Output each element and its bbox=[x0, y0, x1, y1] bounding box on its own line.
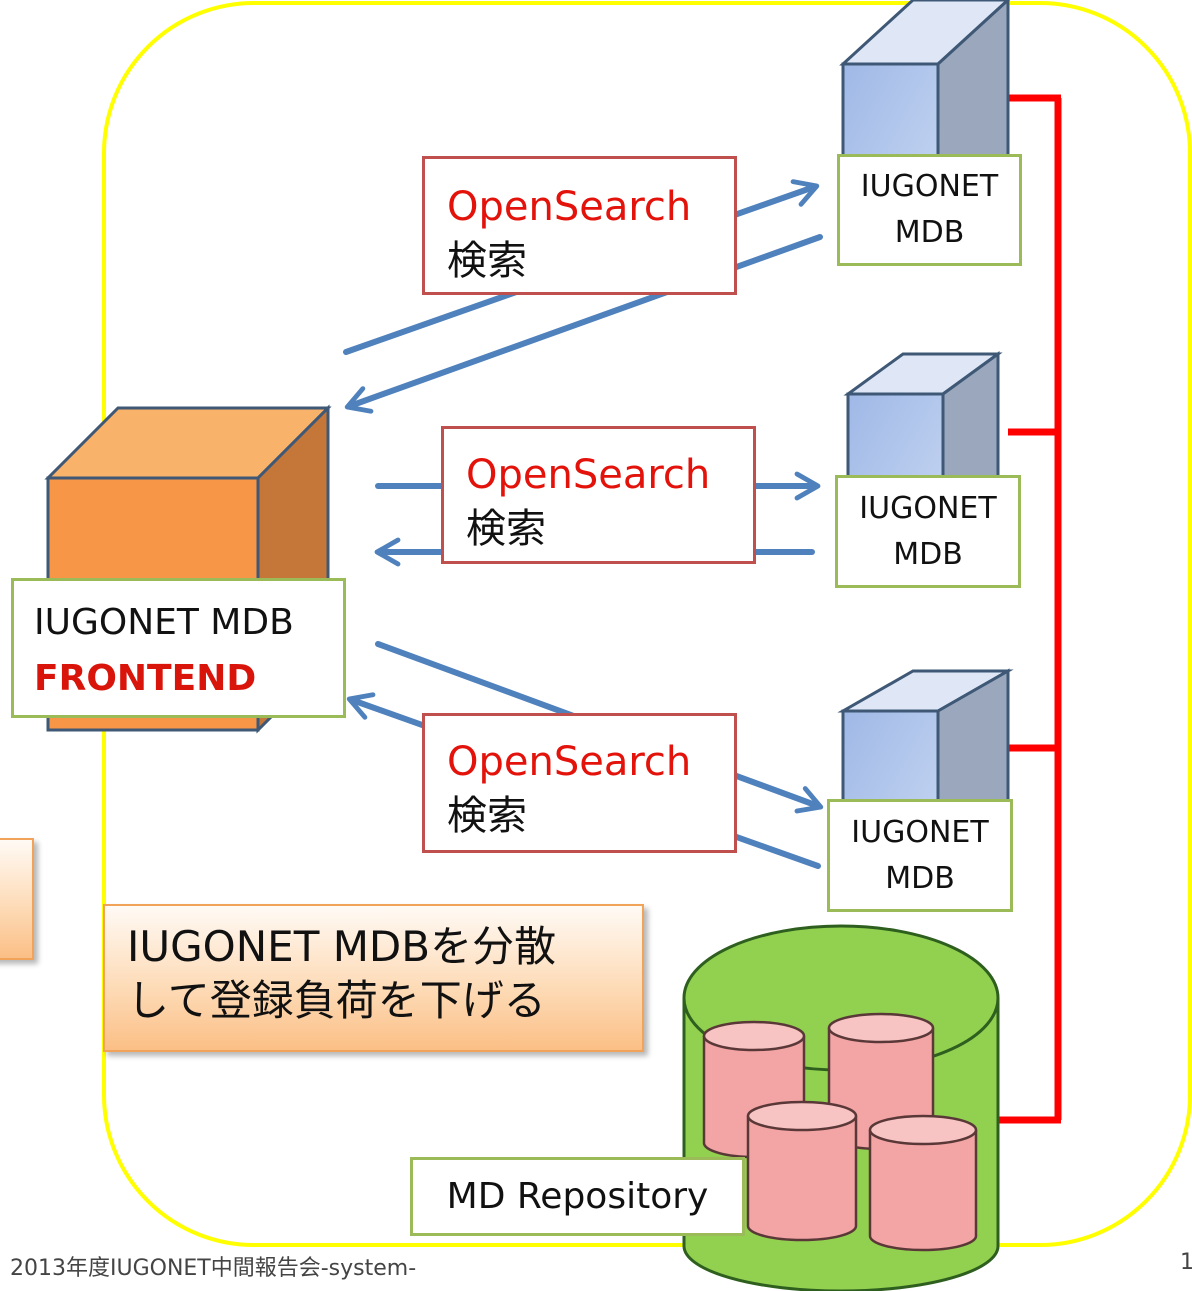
opensearch-label: OpenSearch bbox=[447, 184, 692, 230]
mdb-node-type: MDB bbox=[893, 536, 963, 572]
frontend-name: IUGONET MDB bbox=[34, 602, 294, 643]
database-cylinders bbox=[702, 1012, 978, 1252]
database-icon-3 bbox=[746, 1100, 858, 1242]
mdb-node-name: IUGONET bbox=[859, 490, 997, 526]
note-line-2: して登録負荷を下げる bbox=[127, 976, 546, 1025]
mdb-node-1: IUGONET MDB bbox=[837, 154, 1022, 266]
mdb-node-3: IUGONET MDB bbox=[827, 799, 1013, 912]
opensearch-box-1: OpenSearch 検索 bbox=[422, 156, 737, 295]
opensearch-box-2: OpenSearch 検索 bbox=[441, 426, 756, 564]
response-arrow-1 bbox=[344, 234, 823, 414]
page-number: 1 bbox=[1180, 1250, 1192, 1275]
note-box: IUGONET MDBを分散 して登録負荷を下げる bbox=[103, 904, 644, 1052]
footer-text: 2013年度IUGONET中間報告会-system- bbox=[10, 1256, 417, 1281]
repository-label: MD Repository bbox=[410, 1157, 745, 1236]
frontend-role: FRONTEND bbox=[34, 658, 257, 699]
search-label: 検索 bbox=[447, 793, 527, 839]
bus-line bbox=[996, 94, 1062, 1124]
opensearch-box-3: OpenSearch 検索 bbox=[422, 713, 737, 853]
mdb-node-type: MDB bbox=[894, 215, 965, 250]
search-label: 検索 bbox=[447, 238, 527, 284]
note-line-1: IUGONET MDBを分散 bbox=[127, 922, 557, 971]
search-label: 検索 bbox=[466, 506, 546, 552]
mdb-node-name: IUGONET bbox=[860, 169, 999, 204]
frontend-label: IUGONET MDB FRONTEND bbox=[11, 578, 346, 718]
database-icon-4 bbox=[868, 1114, 978, 1252]
opensearch-label: OpenSearch bbox=[466, 452, 711, 498]
opensearch-label: OpenSearch bbox=[447, 739, 692, 785]
mdb-node-2: IUGONET MDB bbox=[835, 475, 1021, 588]
mdb-node-name: IUGONET bbox=[851, 814, 989, 850]
repository-name: MD Repository bbox=[446, 1176, 709, 1217]
mdb-node-type: MDB bbox=[885, 860, 955, 896]
partial-note-box bbox=[0, 838, 34, 960]
